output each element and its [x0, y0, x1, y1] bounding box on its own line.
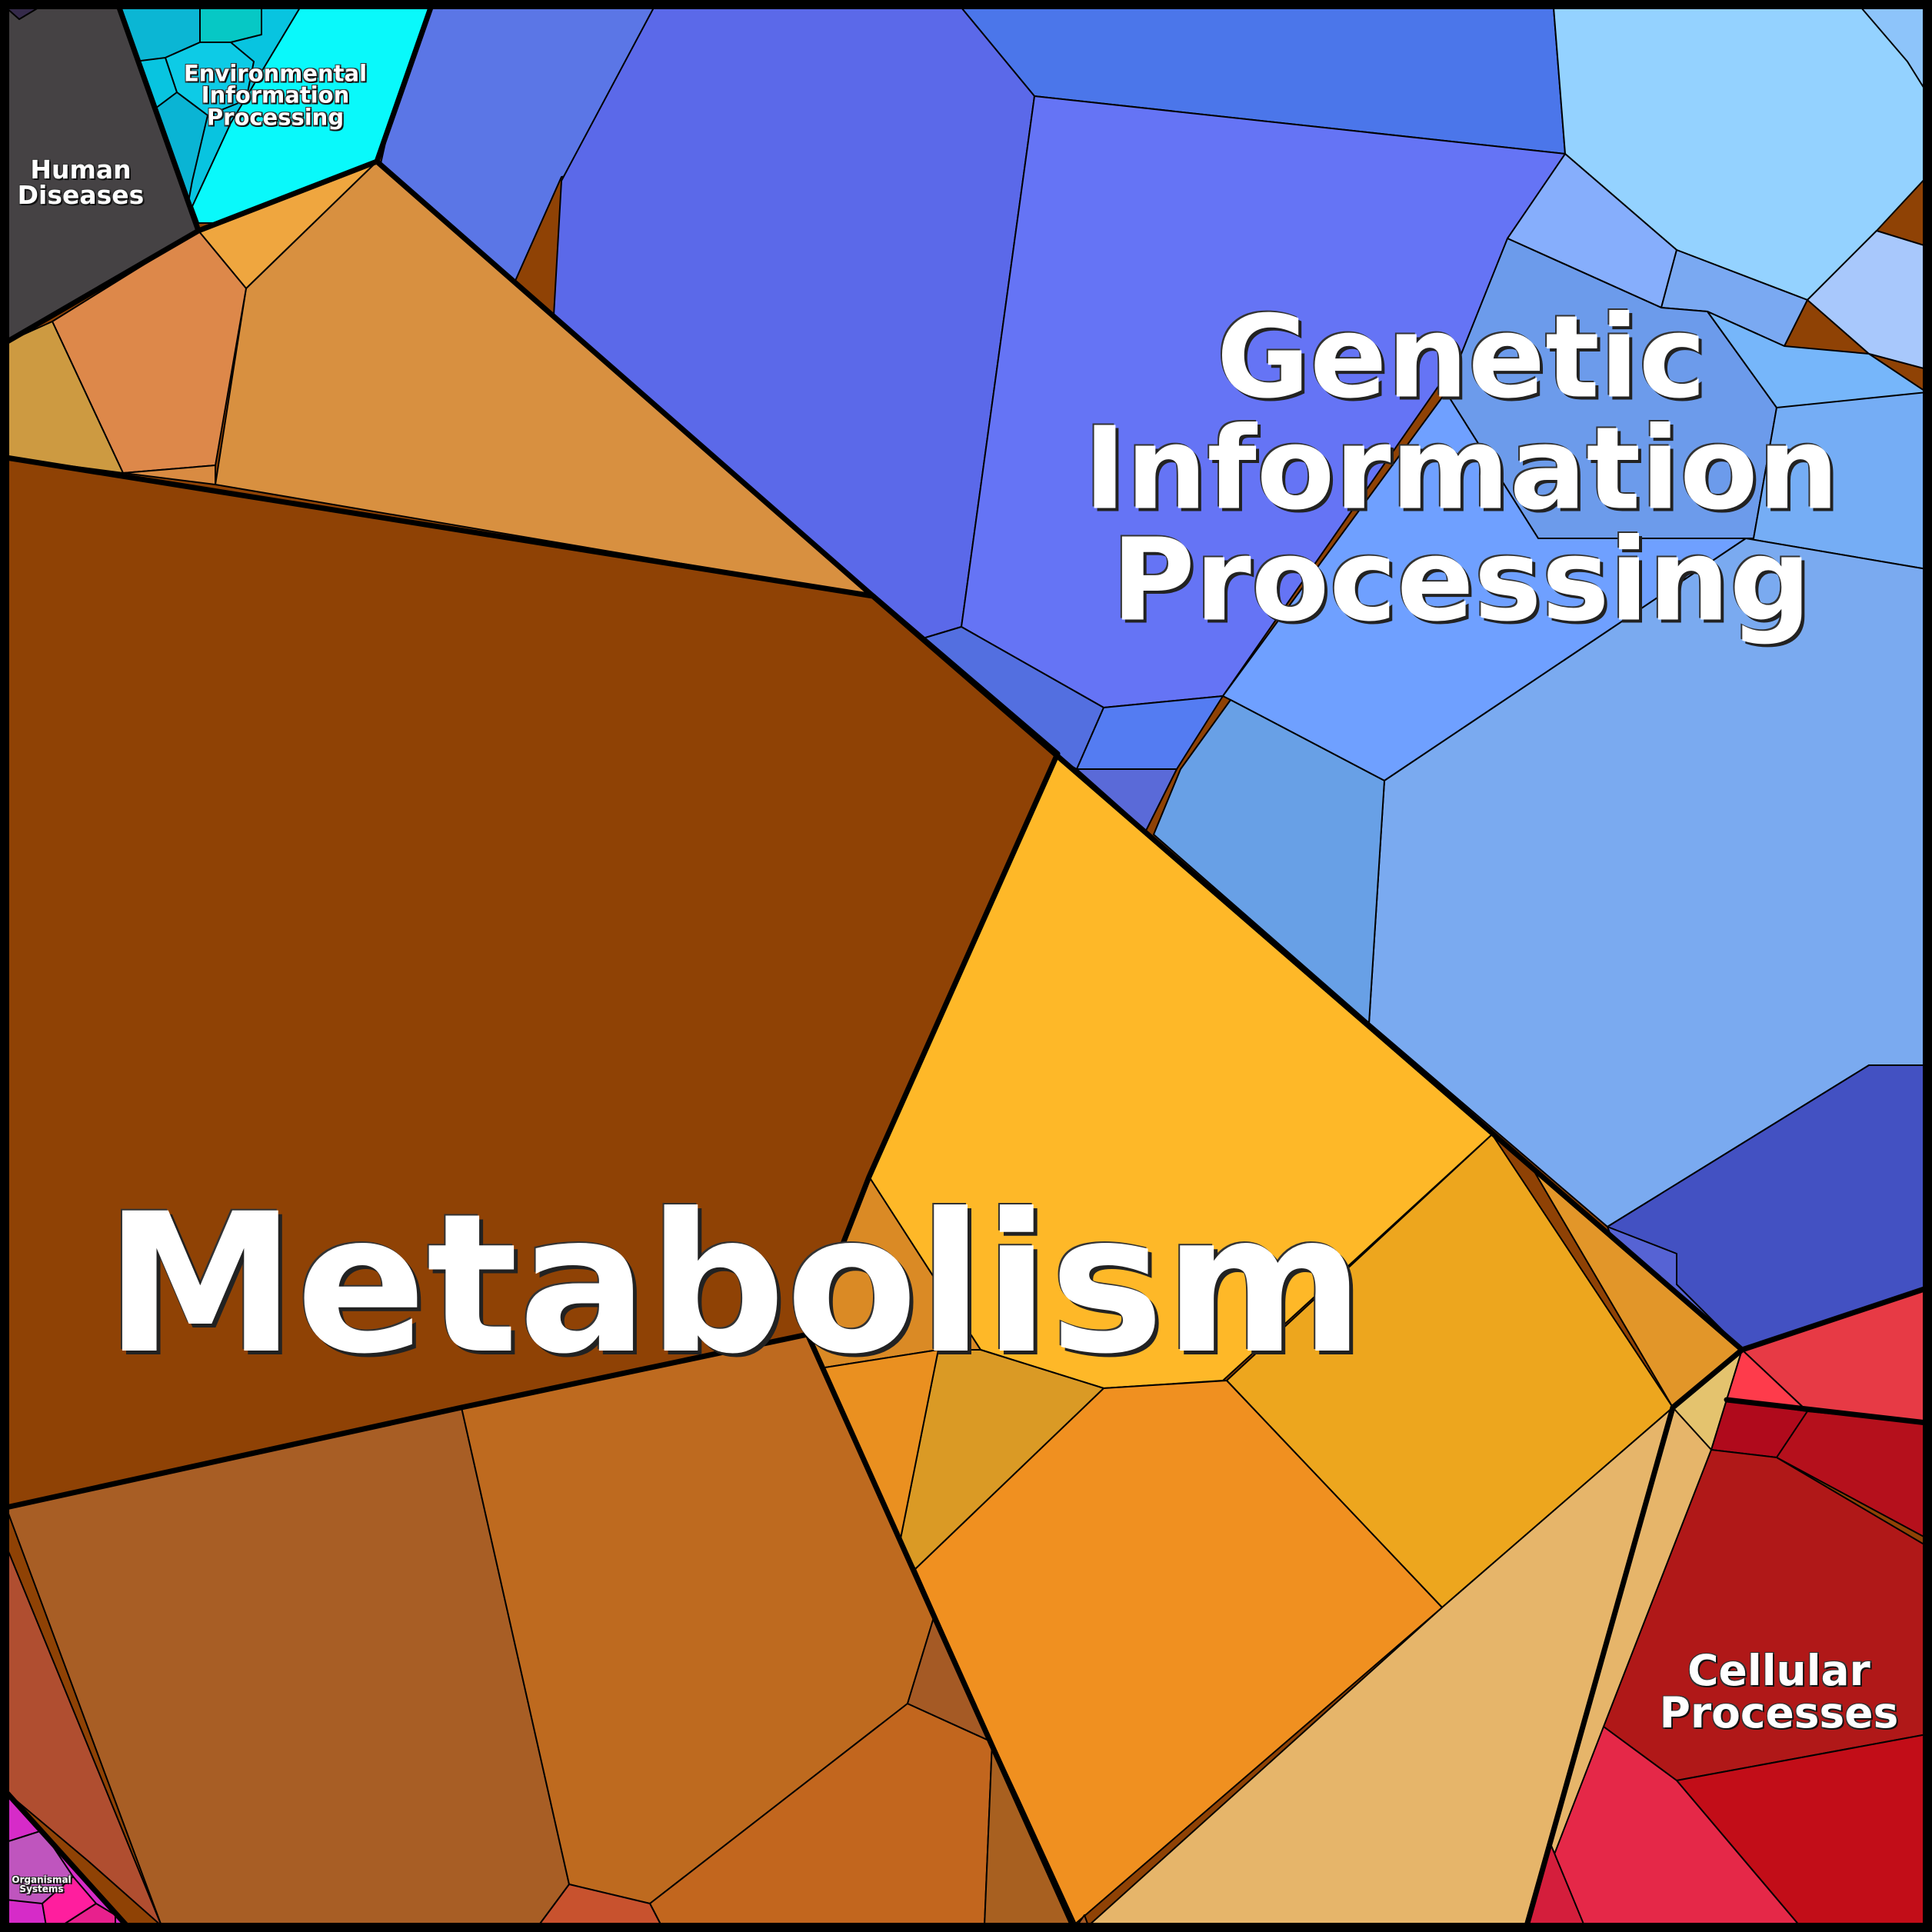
label-line: Processing	[1111, 514, 1811, 647]
boundary-line	[1524, 1347, 1745, 1929]
region-genetic-information-processing	[376, 7, 1927, 1351]
label-line: Human	[30, 155, 132, 185]
region-cellular-processes	[1526, 1287, 1927, 1927]
category-label-genetic-information-processing: Genetic Information Processing	[1083, 291, 1840, 647]
boundary-line	[1724, 1397, 1930, 1426]
boundary-line	[374, 158, 876, 599]
boundary-line	[3, 1789, 130, 1929]
region-metabolism	[5, 161, 1743, 1927]
category-label-organismal-systems: Organismal Systems	[12, 1875, 71, 1894]
category-label-environmental-information-processing: Environmental Information Processing	[184, 62, 367, 128]
category-label-cellular-processes: Cellular Processes	[1660, 1650, 1899, 1734]
label-line: Environmental	[183, 60, 368, 87]
environmental-cell	[199, 7, 262, 43]
label-line: Cellular	[1687, 1646, 1870, 1695]
boundary-line	[3, 5, 434, 345]
boundary-line	[804, 1331, 1076, 1929]
boundary-line	[116, 5, 202, 234]
metabolism-cell	[122, 465, 216, 485]
label-line: Metabolism	[105, 1172, 1364, 1396]
category-boundaries	[3, 5, 1930, 1929]
label-line: Organismal	[12, 1874, 72, 1885]
label-line: Processing	[206, 104, 345, 131]
category-label-human-diseases: Human Diseases	[18, 157, 145, 208]
label-line: Systems	[19, 1884, 64, 1894]
genetic-cell	[1153, 699, 1385, 1024]
label-line: Genetic	[1216, 291, 1707, 424]
category-label-metabolism: Metabolism	[105, 1188, 1364, 1381]
label-line: Diseases	[17, 180, 145, 210]
label-line: Information	[1083, 402, 1840, 535]
label-line: Processes	[1659, 1688, 1899, 1737]
label-line: Information	[201, 82, 350, 108]
